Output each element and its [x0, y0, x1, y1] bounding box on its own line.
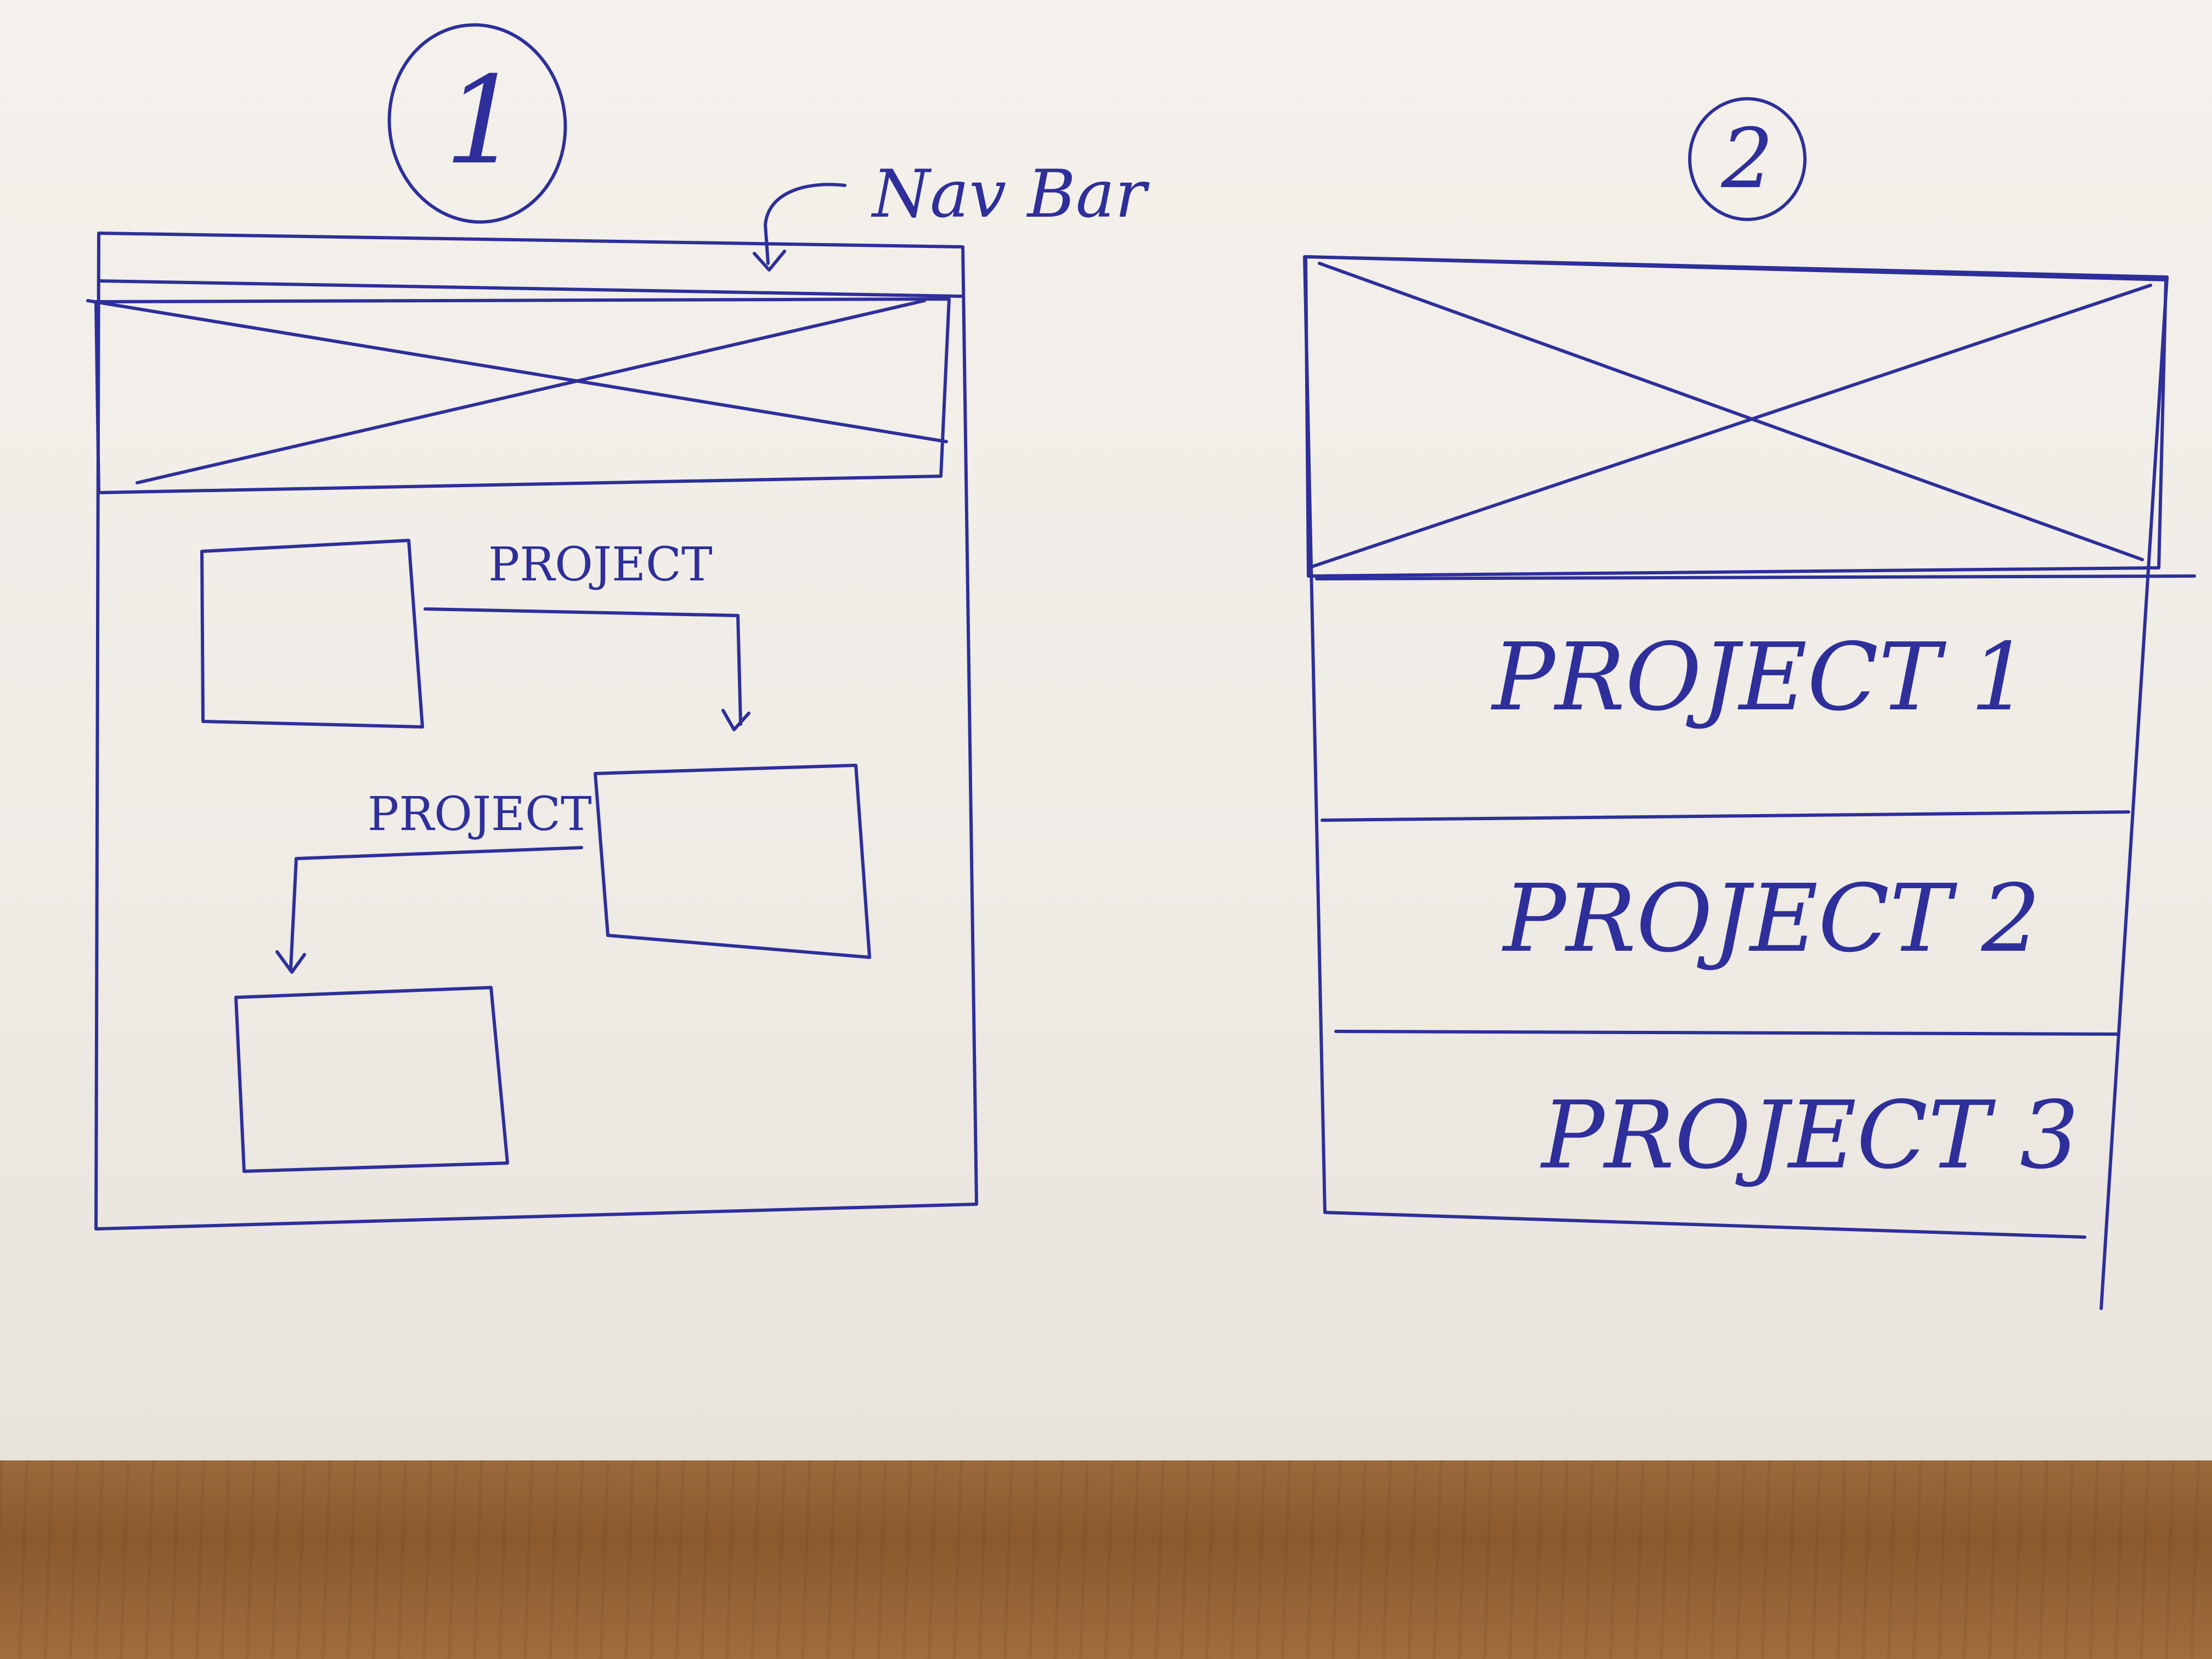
- project-label-1: PROJECT: [488, 538, 713, 592]
- nav-bar-label: Nav Bar: [872, 156, 1147, 233]
- paper-sheet: [0, 0, 2212, 1460]
- nav-bar-divider: [97, 279, 963, 298]
- sketch-1-outer-frame: [94, 232, 978, 1231]
- sketch-2-row-divider-1: [1315, 574, 2196, 580]
- project-row-2: PROJECT 2: [1503, 865, 2041, 973]
- sketch-2-number: 2: [1721, 111, 1774, 207]
- sketch-2-hero-cross: [1307, 262, 2152, 569]
- sketch-1-wireframe: [86, 23, 978, 1231]
- wooden-table: [0, 1460, 2212, 1659]
- project-box-3: [234, 986, 509, 1173]
- project-box-1: [200, 539, 424, 729]
- nav-bar-arrow: [753, 183, 847, 272]
- project-connector-2: [275, 846, 583, 974]
- project-label-2: PROJECT: [368, 787, 592, 842]
- project-row-3: PROJECT 3: [1542, 1081, 2079, 1190]
- sketch-2-row-divider-3: [1334, 1030, 2119, 1036]
- project-connector-1: [424, 607, 751, 731]
- sketch-2-hero-box: [1304, 255, 2168, 578]
- project-row-1: PROJECT 1: [1492, 623, 2030, 732]
- hero-image-cross: [86, 299, 948, 484]
- sketch-2-wireframe: [1303, 97, 2196, 1310]
- hero-image-box: [94, 297, 951, 494]
- project-box-2: [594, 764, 871, 959]
- sketch-2-number-circle: [1688, 97, 1807, 221]
- sketch-1-number-circle: [387, 23, 567, 224]
- sketch-1-number: 1: [444, 50, 521, 191]
- sketch-2-row-divider-2: [1321, 810, 2130, 822]
